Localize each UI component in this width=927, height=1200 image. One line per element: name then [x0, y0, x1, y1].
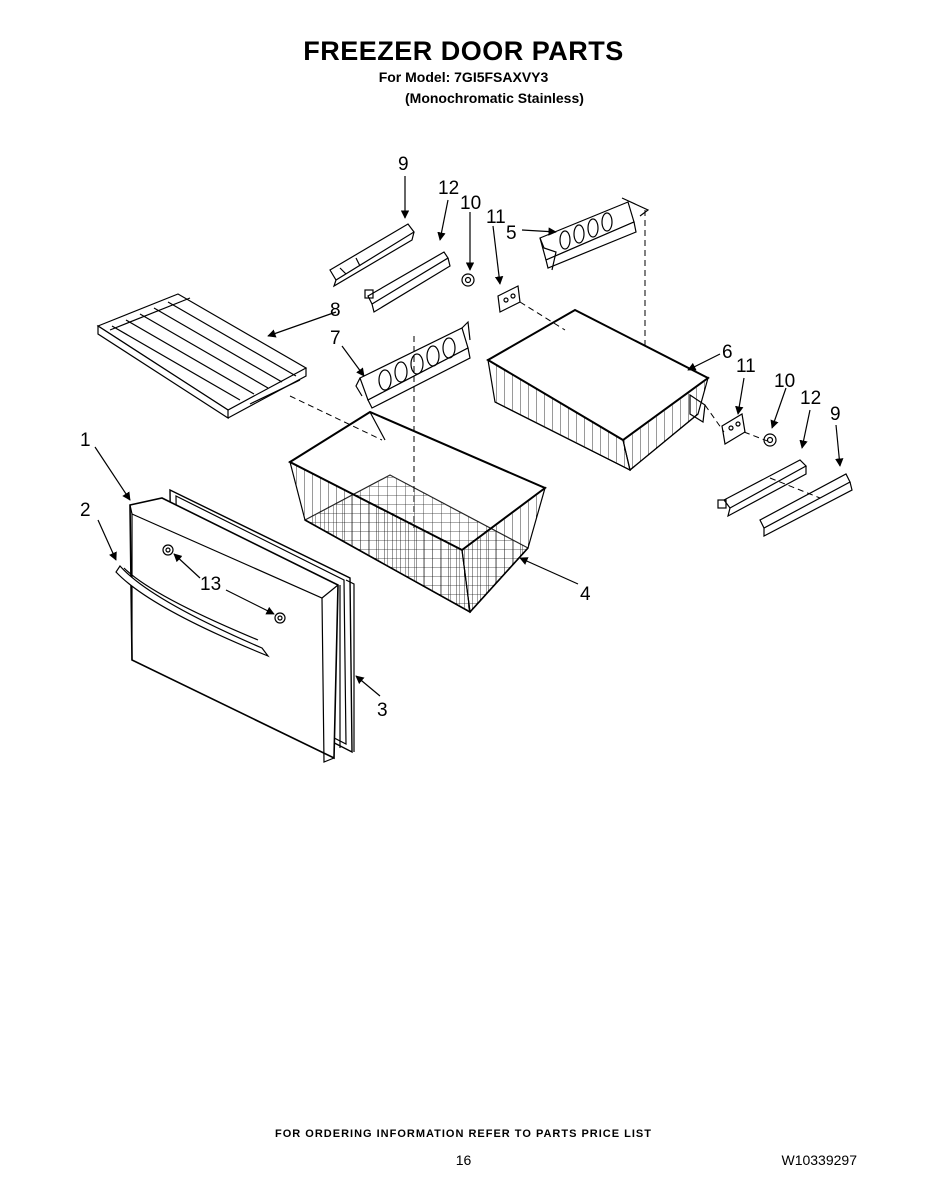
callout-4: 4 — [580, 584, 591, 605]
part-12-rail-right — [717, 459, 807, 518]
part-9-rail-right — [759, 473, 853, 537]
callout-12-right: 12 — [800, 388, 821, 409]
callout-11-right: 11 — [736, 356, 756, 377]
variant-line: (Monochromatic Stainless) — [405, 90, 584, 106]
ordering-note: FOR ORDERING INFORMATION REFER TO PARTS … — [275, 1128, 652, 1140]
callout-9-right: 9 — [830, 404, 841, 425]
part-13-screws — [162, 544, 286, 624]
callout-11-top: 11 — [486, 207, 506, 228]
callout-12-top: 12 — [438, 178, 459, 199]
part-10-wheel-left — [461, 273, 475, 287]
callout-5: 5 — [506, 223, 517, 244]
part-8-shelf — [96, 293, 308, 420]
part-9-rail-left — [329, 223, 415, 288]
callout-1: 1 — [80, 430, 91, 451]
callout-9-top: 9 — [398, 154, 409, 175]
part-2-handle — [115, 565, 270, 658]
callout-10-top: 10 — [460, 193, 481, 214]
part-4-lower-basket — [287, 410, 547, 614]
callout-7: 7 — [330, 328, 341, 349]
document-number: W10339297 — [781, 1152, 857, 1168]
part-5-divider — [539, 197, 650, 271]
callout-8: 8 — [330, 300, 341, 321]
part-6-upper-basket — [486, 308, 710, 472]
part-11-bracket-left — [497, 285, 521, 313]
alignment-lines — [289, 210, 821, 528]
callout-6: 6 — [722, 342, 733, 363]
part-7-divider — [355, 320, 471, 409]
callout-3: 3 — [377, 700, 388, 721]
callout-labels: 1 2 3 4 5 6 7 8 9 9 10 10 11 11 12 12 13 — [80, 154, 841, 721]
page-number: 16 — [455, 1152, 472, 1168]
part-12-rail-left — [364, 251, 451, 313]
part-1-door — [129, 497, 339, 763]
callout-13: 13 — [200, 574, 221, 595]
page-title: FREEZER DOOR PARTS — [303, 36, 624, 66]
leader-lines — [94, 176, 844, 697]
callout-2: 2 — [80, 500, 91, 521]
part-11-bracket-right — [721, 413, 746, 445]
model-line: For Model: 7GI5FSAXVY3 — [378, 69, 549, 85]
callout-10-right: 10 — [774, 371, 795, 392]
